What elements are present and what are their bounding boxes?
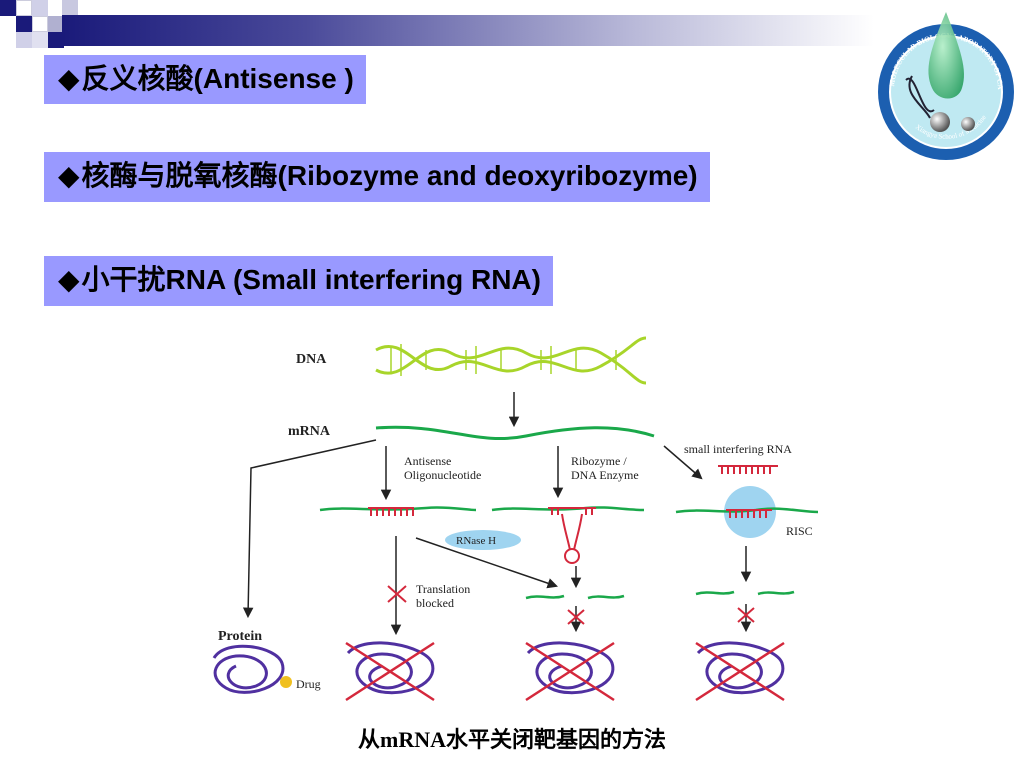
blocked-label-line1: Translation <box>416 582 470 596</box>
heading-antisense: ◆反义核酸(Antisense ) <box>44 55 366 104</box>
drug-label: Drug <box>296 677 321 691</box>
blocked-label-line2: blocked <box>416 596 454 610</box>
blocked-protein-2 <box>525 641 615 702</box>
deco-square <box>16 0 32 16</box>
drug-icon <box>280 676 292 688</box>
cross-line <box>345 641 435 702</box>
ribozyme-icon <box>548 507 596 564</box>
mrna-strand <box>375 425 655 440</box>
blocked-protein-3 <box>695 641 785 702</box>
deco-square <box>62 0 78 16</box>
deco-square <box>16 32 32 48</box>
cleaved-mrna <box>525 594 565 600</box>
cross-line <box>695 641 785 702</box>
rnaseh-icon <box>445 530 521 550</box>
mrna-silencing-diagram: DNA mRNA Protein Drug Antisense Oligonuc… <box>212 336 819 702</box>
antisense-label-line1: Antisense <box>404 454 451 468</box>
figure-caption: 从mRNA水平关闭靶基因的方法 <box>358 727 666 752</box>
arrow-rnaseh <box>415 537 558 589</box>
blocked-protein-1 <box>345 641 435 702</box>
sirna-icon <box>718 465 778 474</box>
logo-drop-icon <box>928 12 965 99</box>
protein-label: Protein <box>218 629 262 644</box>
cleaved-mrna <box>757 590 795 596</box>
heading-text: 小干扰RNA (Small interfering RNA) <box>81 264 541 295</box>
heading-text: 核酶与脱氧核酶(Ribozyme and deoxyribozyme) <box>81 160 698 191</box>
protein-icon <box>696 641 785 695</box>
cleaved-mrna <box>695 590 735 596</box>
ribozyme-label-line1: Ribozyme / <box>571 454 627 468</box>
sirna-label: small interfering RNA <box>684 442 792 456</box>
target-mrna <box>319 506 477 512</box>
antisense-label-line2: Oligonucleotide <box>404 468 481 482</box>
title-decoration <box>0 0 1024 60</box>
protein-icon <box>212 644 285 694</box>
cross-icon <box>387 585 407 603</box>
protein-icon <box>526 641 615 695</box>
risc-sirna-icon <box>726 509 772 518</box>
ribozyme-label-line2: DNA Enzyme <box>571 468 639 482</box>
logo-ball-icon <box>961 117 975 131</box>
heading-ribozyme: ◆核酶与脱氧核酶(Ribozyme and deoxyribozyme) <box>44 152 710 202</box>
heading-text: 反义核酸(Antisense ) <box>81 63 354 94</box>
deco-square <box>0 0 16 16</box>
arrow-sirna <box>663 445 703 480</box>
dna-rungs <box>390 344 617 376</box>
mrna-label: mRNA <box>288 424 331 439</box>
deco-square <box>48 32 64 48</box>
logo-helix-icon <box>905 75 935 119</box>
arrow-translation <box>242 439 377 619</box>
diamond-bullet-icon: ◆ <box>58 264 80 295</box>
risc-complex-icon <box>724 486 776 538</box>
antisense-oligo-icon <box>368 507 414 516</box>
risc-label: RISC <box>786 524 813 538</box>
cross-icon <box>737 607 755 623</box>
title-gradient-bar <box>62 15 874 46</box>
cleaved-mrna <box>587 594 625 600</box>
institute-logo: MOLECULAR BIOLOGY LABORATORY OF CANCER R… <box>872 10 1014 160</box>
deco-square <box>16 16 32 32</box>
rnaseh-label: RNase H <box>456 535 496 547</box>
cross-line <box>525 641 615 702</box>
heading-sirna: ◆小干扰RNA (Small interfering RNA) <box>44 256 553 306</box>
deco-square <box>32 0 48 16</box>
deco-square <box>32 16 48 32</box>
diamond-bullet-icon: ◆ <box>58 160 80 191</box>
deco-square <box>48 16 64 32</box>
dna-label: DNA <box>296 352 327 367</box>
dna-helix-icon <box>375 336 647 385</box>
cross-icon <box>567 609 585 625</box>
diamond-bullet-icon: ◆ <box>58 63 80 94</box>
logo-ball-icon <box>930 112 950 132</box>
protein-icon <box>346 641 435 695</box>
deco-square <box>32 32 48 48</box>
